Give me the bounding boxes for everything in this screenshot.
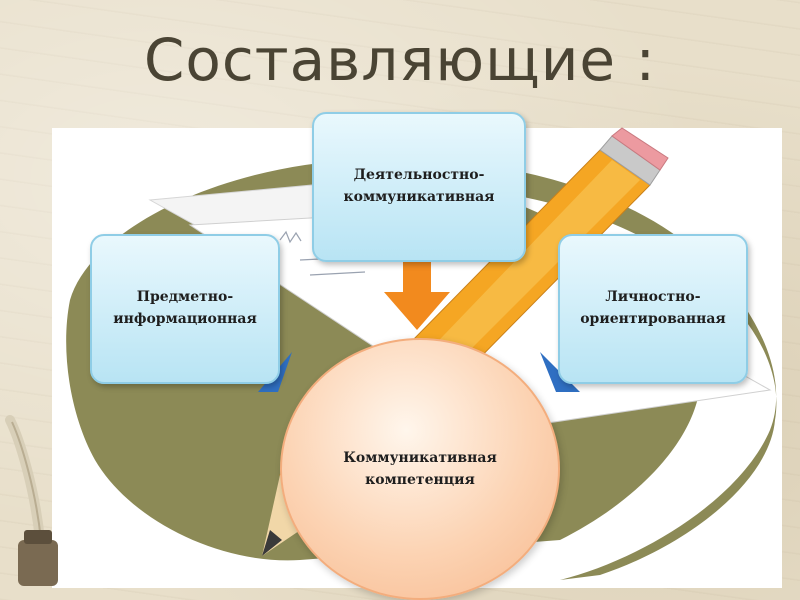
node-top-label: Деятельностно- коммуникативная — [344, 165, 495, 208]
node-communicative-competence: Коммуникативная компетенция — [280, 338, 560, 600]
node-subject-informational: Предметно- информационная — [90, 234, 280, 384]
quill-decoration — [10, 420, 58, 586]
node-right-label: Личностно- ориентированная — [580, 287, 726, 330]
node-activity-communicative: Деятельностно- коммуникативная — [312, 112, 526, 262]
node-center-label: Коммуникативная компетенция — [343, 447, 497, 492]
node-personality-oriented: Личностно- ориентированная — [558, 234, 748, 384]
node-left-label: Предметно- информационная — [113, 287, 257, 330]
